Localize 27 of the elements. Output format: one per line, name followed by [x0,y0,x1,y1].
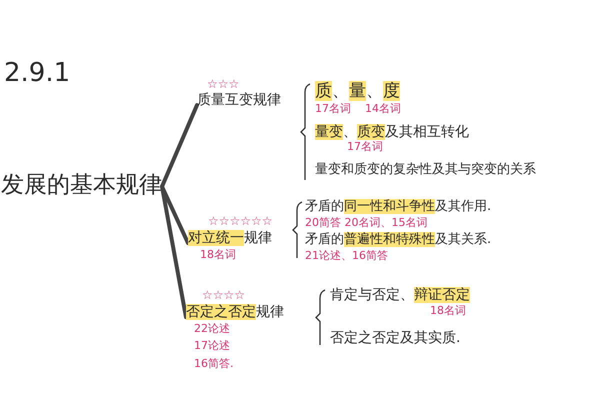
topic-text: 量变、质变及其相互转化 [315,124,469,140]
central-topic: 发展的基本规律 [1,172,162,198]
note-text: 17名词 [315,103,351,116]
note-text: 21论述、16简答 [305,250,388,262]
date-text: 2.9.1 [4,58,70,88]
star-rating: ☆☆☆ [207,78,240,90]
note-text: 18名词 [430,305,466,318]
topic-text: 对立统一规律 [188,230,272,246]
topic-text: 否定之否定及其实质. [330,330,460,346]
note-text: 14名词 [365,103,401,116]
topic-text: 否定之否定规律 [186,304,284,320]
topic-text: 矛盾的同一性和斗争性及其作用. [305,199,492,214]
note-text: 22论述 [194,323,230,336]
note-text: 17名词 [347,141,383,154]
topic-text: 矛盾的普遍性和特殊性及其关系. [305,232,492,247]
topic-text: 质量互变规律 [197,92,281,108]
topic-text: 质、量、度 [315,81,400,101]
star-rating: ☆☆☆☆ [202,289,246,301]
note-text: 20简答 20名词、15名词 [305,217,428,230]
topic-text: 肯定与否定、辩证否定 [330,287,470,303]
branch-line [160,103,199,189]
note-text: 18名词 [200,249,236,262]
star-rating: ☆☆☆☆☆☆ [208,215,273,227]
branch-line [160,184,188,320]
note-text: 17论述 [194,340,230,352]
topic-text: 量变和质变的复杂性及其与突变的关系 [315,162,536,177]
note-text: 16简答. [194,358,234,370]
